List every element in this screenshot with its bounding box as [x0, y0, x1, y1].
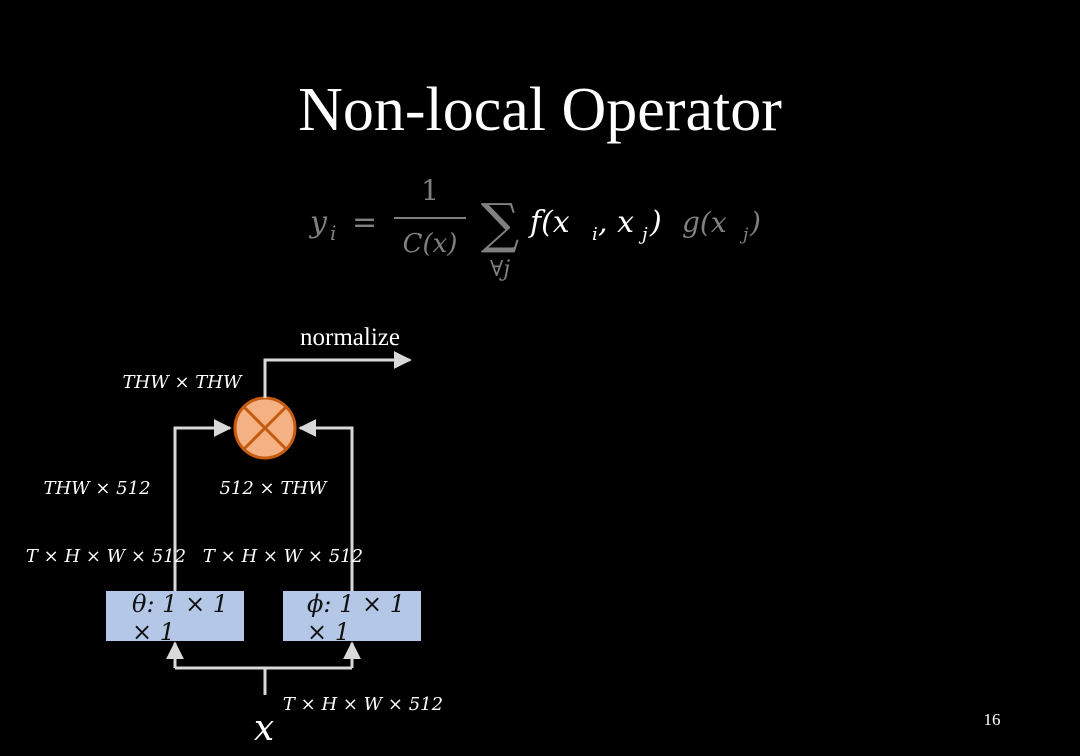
input-dims-label: T × H × W × 512 [283, 694, 443, 715]
phi-box-label-line1: ϕ: 1 × 1 [307, 590, 405, 618]
formula-equals: = [352, 205, 377, 240]
phi-branch-dims-label: 512 × THW [219, 478, 328, 499]
theta-box-label-line2: × 1 [132, 618, 175, 646]
theta-branch-dims-label: THW × 512 [43, 478, 150, 499]
formula-sum: ∑ [481, 192, 520, 255]
formula-pairwise-sep: , x [598, 205, 634, 240]
multiply-node-icon [233, 396, 297, 460]
formula-pairwise: f(x [528, 205, 570, 240]
formula: y i = 1 C(x) ∑ ∀j f(x i , x j ) g(x j ) [308, 174, 761, 282]
formula-sum-sub: ∀j [490, 257, 510, 282]
formula-frac-num: 1 [421, 174, 439, 207]
theta-box-label-line1: θ: 1 × 1 [132, 590, 228, 618]
page-number: 16 [983, 710, 1001, 729]
affinity-dims-label: THW × THW [123, 372, 243, 393]
phi-box-label-line2: × 1 [307, 618, 350, 646]
normalize-label: normalize [300, 324, 400, 351]
formula-pairwise-sub-j: j [638, 224, 648, 245]
formula-frac-den: C(x) [403, 229, 458, 259]
formula-pairwise-close: ) [649, 205, 662, 240]
input-x-label: x [254, 708, 274, 749]
phi-branch-line [298, 419, 354, 591]
nonlocal-block-diagram: normalize THW × THW THW × 512 512 × THW … [26, 324, 443, 749]
formula-unary-close: ) [749, 206, 761, 239]
phi-conv-box [283, 591, 421, 641]
formula-lhs-sub: i [330, 221, 336, 245]
theta-conv-box [106, 591, 244, 641]
formula-unary: g(x [682, 206, 727, 239]
formula-lhs: y [308, 205, 328, 240]
phi-input-dims-label: T × H × W × 512 [203, 546, 363, 567]
formula-pairwise-sub-i: i [592, 224, 598, 245]
formula-unary-sub: j [739, 225, 749, 245]
theta-input-dims-label: T × H × W × 512 [26, 546, 186, 567]
slide-title: Non-local Operator [298, 76, 782, 144]
theta-branch-line [173, 419, 232, 591]
normalize-arrow [263, 351, 412, 398]
